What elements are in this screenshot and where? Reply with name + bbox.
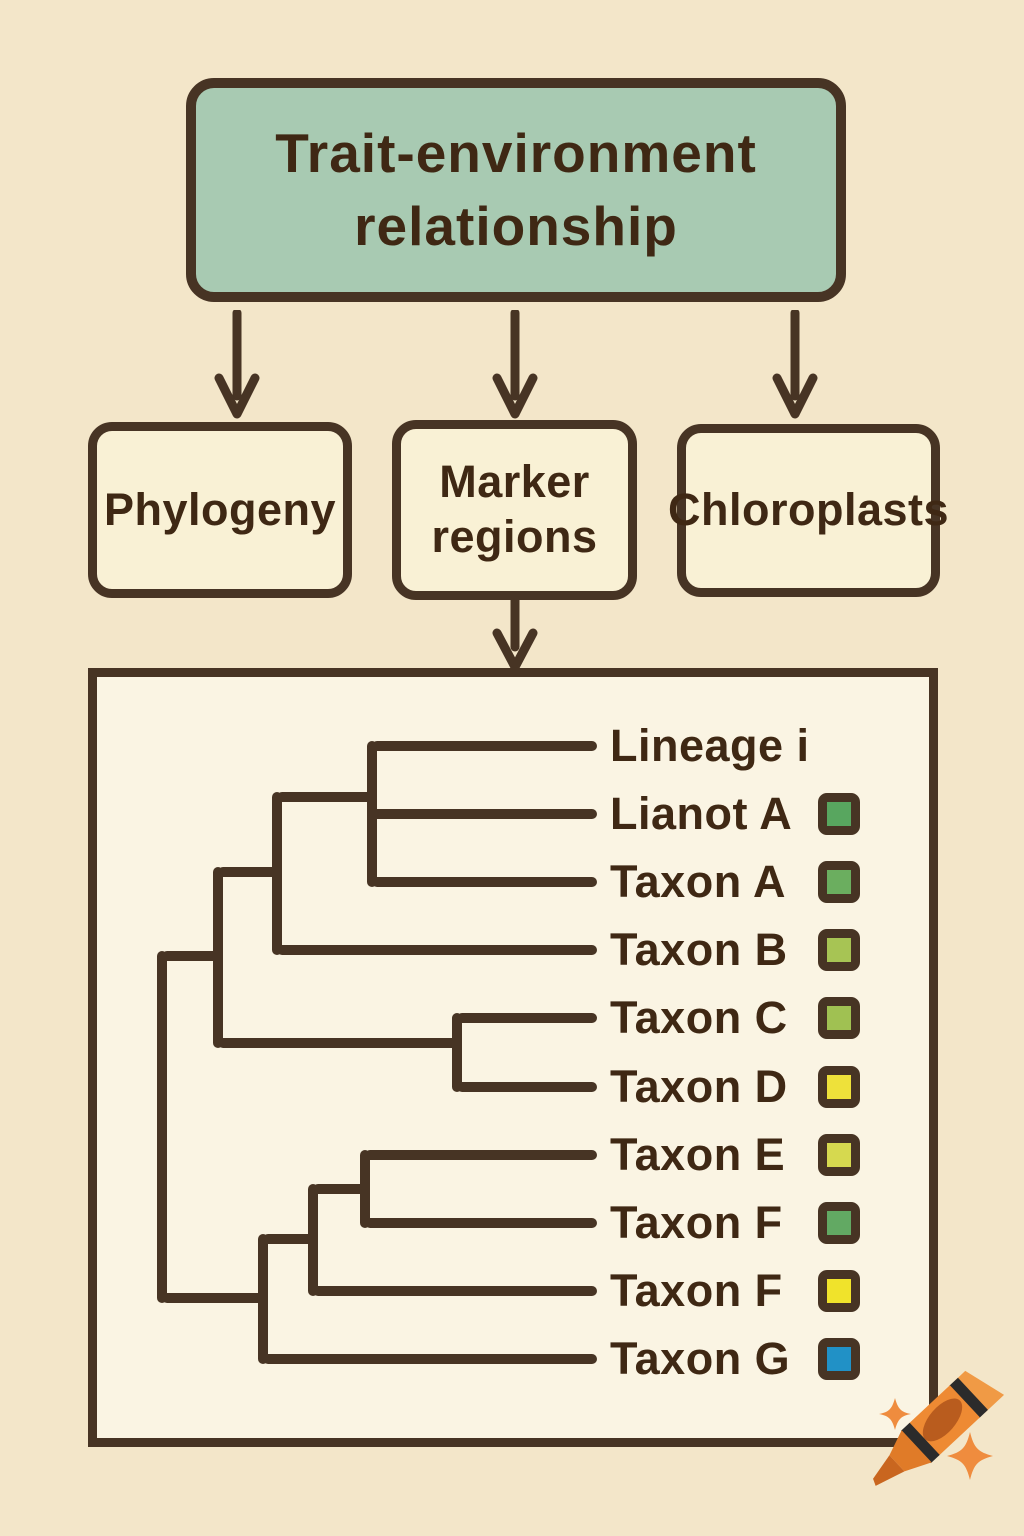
tree-node-6 — [308, 1184, 318, 1296]
trait-square — [818, 1201, 860, 1244]
arrow-down-to-tree-panel-icon — [492, 597, 538, 672]
tree-node-7 — [258, 1234, 268, 1364]
tree-branch-internal-3 — [218, 1038, 457, 1048]
marker-regions-label-line1: Marker — [439, 456, 590, 508]
tree-node-root — [157, 951, 167, 1303]
taxon-label: Taxon A — [610, 856, 787, 908]
crayon-icon — [873, 1370, 1005, 1486]
tree-branch-taxon-f2 — [313, 1286, 597, 1296]
chloroplasts-label: Chloroplasts — [667, 484, 950, 536]
trait-square — [818, 861, 860, 904]
marker-regions-box: Marker regions — [392, 420, 637, 600]
sparkle-small-icon — [879, 1398, 911, 1430]
trait-square — [818, 1133, 860, 1176]
tree-branch-taxon-a — [372, 877, 597, 887]
arrow-down-to-chloroplasts-icon — [772, 310, 818, 419]
tree-node-4 — [452, 1013, 462, 1092]
taxon-label: Taxon G — [610, 1332, 791, 1384]
tree-branch-internal-6 — [263, 1234, 313, 1244]
trait-square — [818, 793, 860, 836]
tree-panel: Lineage i Lianot A Taxon A Taxon B Taxon C Ta… — [88, 668, 938, 1447]
trait-square — [818, 1337, 860, 1380]
tree-branch-internal-5 — [313, 1184, 365, 1194]
tree-branch-internal-2 — [218, 867, 277, 877]
title-box: Trait-environment relationship — [186, 78, 846, 302]
chloroplasts-box: Chloroplasts — [668, 424, 949, 597]
trait-square — [818, 997, 860, 1040]
trait-square — [818, 929, 860, 972]
arrow-down-to-marker-regions-icon — [492, 310, 538, 419]
taxon-label: Taxon F — [610, 1264, 783, 1316]
phylogeny-box: Phylogeny — [88, 422, 352, 598]
arrow-down-to-phylogeny-icon — [214, 310, 260, 419]
tree-panel-border — [88, 668, 938, 1447]
taxon-label: Taxon B — [610, 924, 788, 976]
tree-node-3 — [213, 867, 223, 1048]
tree-branch-internal-1 — [277, 792, 372, 802]
tree-branch-lineage-i — [372, 741, 597, 751]
tree-branch-taxon-f1 — [365, 1218, 597, 1228]
title-line2: relationship — [354, 195, 678, 257]
tree-branch-taxon-c — [457, 1013, 597, 1023]
taxon-label: Taxon C — [610, 992, 788, 1044]
tree-branch-internal-4 — [162, 951, 218, 961]
taxon-label: Lianot A — [610, 788, 793, 840]
tree-branch-taxon-d — [457, 1082, 597, 1092]
tree-branch-taxon-e — [365, 1150, 597, 1160]
tree-node-5 — [360, 1150, 370, 1228]
taxon-label: Lineage i — [610, 720, 810, 771]
title-line1: Trait-environment — [275, 122, 757, 185]
taxon-label: Taxon D — [610, 1060, 788, 1112]
tree-branch-lianot-a — [372, 809, 597, 819]
marker-regions-label-line2: regions — [431, 511, 598, 562]
tree-branch-internal-7 — [162, 1293, 263, 1303]
tree-node-2 — [272, 792, 282, 955]
trait-square — [818, 1065, 860, 1108]
phylogeny-label: Phylogeny — [103, 483, 337, 535]
sparkle-large-icon — [947, 1432, 993, 1480]
taxon-label: Taxon F — [610, 1196, 783, 1248]
tree-branch-taxon-b — [277, 945, 597, 955]
tree-node-1 — [367, 741, 377, 887]
craiyon-crayon-watermark-icon — [873, 1370, 1005, 1486]
taxon-label: Taxon E — [610, 1128, 786, 1180]
trait-square — [818, 1269, 860, 1312]
tree-branch-taxon-g — [263, 1354, 597, 1364]
